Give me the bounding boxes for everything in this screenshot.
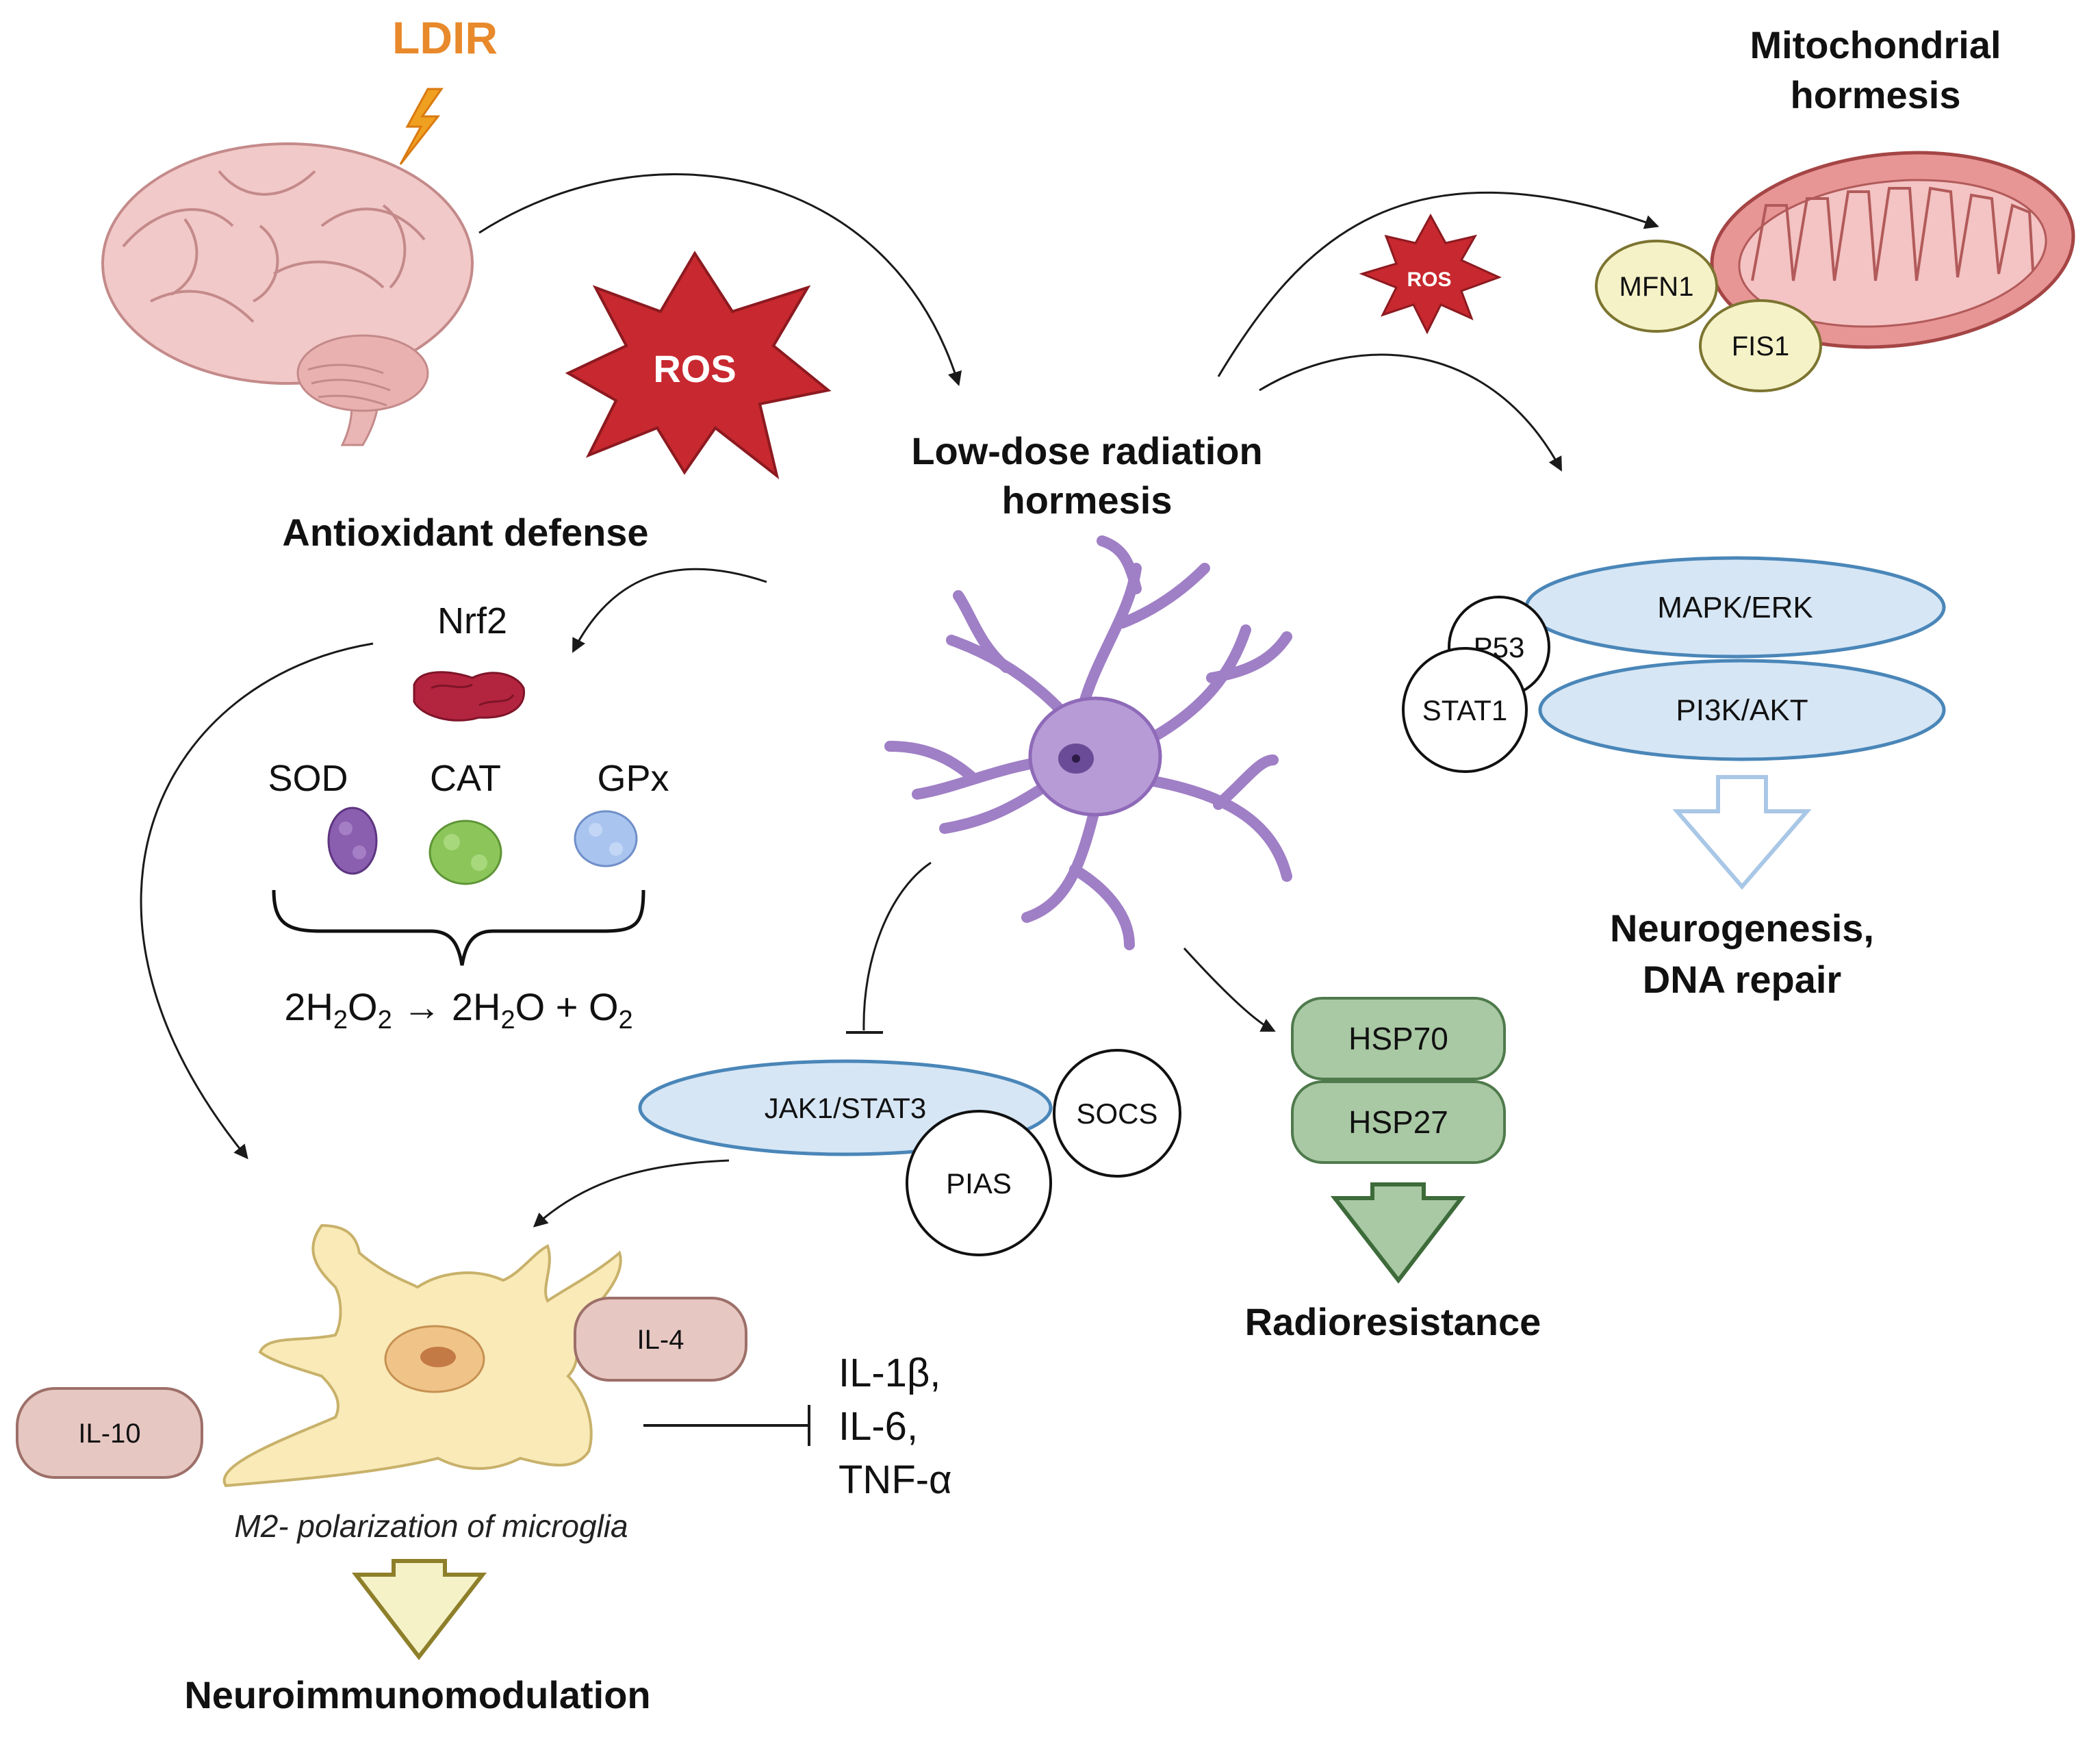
mapk-erk-label: MAPK/ERK: [1657, 591, 1813, 624]
cytokines-line1: IL-1β,: [838, 1351, 940, 1395]
mfn1-label: MFN1: [1619, 272, 1694, 302]
socs-node: SOCS: [1053, 1049, 1181, 1178]
mapk-erk-node: MAPK/ERK: [1524, 556, 1946, 659]
pi3k-akt-label: PI3K/AKT: [1676, 694, 1808, 727]
pi3k-akt-node: PI3K/AKT: [1538, 659, 1946, 761]
neuron-icon: [884, 535, 1292, 950]
il4-node: IL-4: [574, 1297, 747, 1382]
arrow-nrf2-to-microglia: [140, 642, 374, 1160]
arrow-jak-to-microglia: [533, 1159, 730, 1228]
il10-label: IL-10: [78, 1419, 140, 1449]
enzyme-brace: [272, 889, 645, 966]
m2-caption: M2- polarization of microglia: [234, 1508, 628, 1544]
ros-burst-small-icon: ROS: [1359, 213, 1502, 335]
pias-label: PIAS: [946, 1167, 1012, 1199]
cytokines-line2: IL-6,: [838, 1404, 918, 1449]
arrow-center-to-pathways: [1259, 353, 1562, 472]
il10-node: IL-10: [16, 1387, 203, 1479]
inhibit-neuron-to-jak: [862, 861, 932, 1031]
socs-label: SOCS: [1076, 1097, 1157, 1130]
hsp27-node: HSP27: [1291, 1080, 1506, 1164]
hsp27-label: HSP27: [1348, 1104, 1448, 1140]
hsp70-node: HSP70: [1291, 997, 1506, 1080]
il4-label: IL-4: [637, 1325, 684, 1355]
brain-icon: [101, 142, 474, 446]
protein-blob-icon-cat: [428, 820, 502, 885]
connector-arrows: [140, 173, 1659, 1446]
eq-part-1: 2H: [284, 985, 333, 1028]
ros-burst-shape: [565, 251, 832, 480]
pias-node: PIAS: [906, 1110, 1052, 1256]
arrow-center-to-nrf2: [572, 568, 767, 653]
arrow-center-to-mito: [1217, 192, 1659, 377]
peroxide-equation: 2H2O2 → 2H2O + O2: [284, 985, 632, 1034]
mfn1-node: MFN1: [1595, 240, 1718, 333]
hollow-arrow-icon-yellow: [351, 1559, 487, 1660]
hollow-arrow-icon-green: [1330, 1182, 1466, 1284]
jak-stat-label: JAK1/STAT3: [765, 1092, 927, 1124]
eq-part-3: → 2H: [392, 985, 501, 1028]
fis1-node: FIS1: [1699, 299, 1822, 392]
radioresistance-label: Radioresistance: [1245, 1300, 1541, 1343]
center-title-line1: Low-dose radiation: [911, 429, 1262, 472]
fis1-label: FIS1: [1732, 331, 1789, 361]
eq-part-2: O: [348, 985, 378, 1028]
neurogenesis-line2: DNA repair: [1643, 958, 1841, 1001]
microglia-icon: [222, 1223, 622, 1488]
neurogenesis-line1: Neurogenesis,: [1610, 906, 1874, 950]
lightning-icon: [399, 88, 444, 165]
antioxidant-title: Antioxidant defense: [282, 511, 648, 554]
mito-title-line1: Mitochondrial: [1750, 23, 2001, 66]
ros-small-label: ROS: [1407, 268, 1451, 291]
eq-part-4: O + O: [515, 985, 619, 1028]
stat1-node: STAT1: [1402, 647, 1528, 773]
cytokines-line3: TNF-α: [838, 1458, 952, 1502]
gpx-label: GPx: [597, 758, 669, 799]
protein-blob-icon-nrf2: [413, 671, 526, 722]
mito-title-line2: hormesis: [1791, 73, 1961, 116]
eq-sub-1: 2: [333, 1006, 348, 1034]
nrf2-label: Nrf2: [437, 600, 507, 642]
arrow-neuron-to-hsp: [1183, 947, 1276, 1032]
sod-label: SOD: [268, 758, 348, 799]
ros-large-label: ROS: [653, 347, 736, 390]
hsp70-label: HSP70: [1348, 1021, 1448, 1056]
eq-sub-3: 2: [500, 1006, 515, 1034]
hollow-arrow-icon: [1672, 775, 1812, 890]
arrow-brain-to-center: [478, 173, 962, 387]
cat-label: CAT: [430, 758, 501, 799]
center-title-line2: hormesis: [1002, 479, 1173, 522]
eq-sub-2: 2: [378, 1006, 392, 1034]
protein-blob-icon-gpx: [574, 810, 638, 867]
neuroimmuno-label: Neuroimmunomodulation: [184, 1673, 650, 1716]
eq-sub-4: 2: [619, 1006, 633, 1034]
ldir-label: LDIR: [392, 12, 498, 63]
protein-blob-icon-sod: [327, 807, 378, 875]
mitochondrion-icon: [1710, 151, 2075, 349]
stat1-label: STAT1: [1422, 694, 1507, 726]
ros-burst-icon: ROS: [565, 251, 832, 480]
